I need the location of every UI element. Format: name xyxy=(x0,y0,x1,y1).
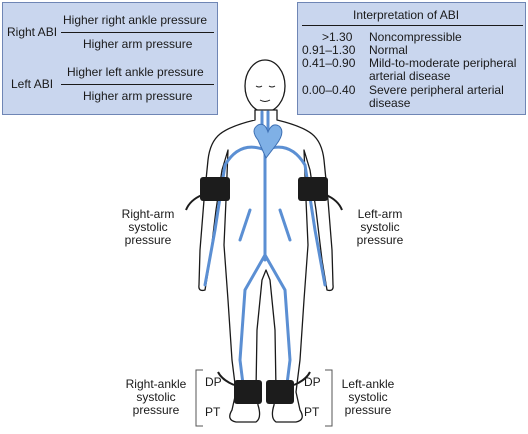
right-ankle-pressure-label: Right-ankle systolic pressure xyxy=(125,377,187,417)
left-arm-cuff xyxy=(298,177,343,211)
left-abi-label: Left ABI xyxy=(11,77,54,91)
interpretation-title: Interpretation of ABI xyxy=(353,8,460,22)
left-arm-pressure-label: Left-arm systolic pressure xyxy=(356,207,404,247)
interpretation-divider xyxy=(302,25,523,26)
left-abi-fraction-bar xyxy=(61,84,214,85)
face xyxy=(255,85,276,102)
range-2: 0.91–1.30 xyxy=(302,43,356,57)
meaning-1: Noncompressible xyxy=(369,30,462,44)
heart xyxy=(253,123,283,159)
right-ankle-bracket xyxy=(195,369,203,427)
range-1: >1.30 xyxy=(322,30,353,44)
left-ankle-pressure-label: Left-ankle systolic pressure xyxy=(341,377,395,417)
abi-formula-box: Right ABI Higher right ankle pressure Hi… xyxy=(2,2,218,115)
meaning-4-line1: Severe peripheral arterial xyxy=(369,83,504,97)
dp-left-label: DP xyxy=(304,375,321,389)
left-abi-denominator: Higher arm pressure xyxy=(83,89,193,103)
pt-left-label: PT xyxy=(304,405,320,419)
dp-right-label: DP xyxy=(205,375,222,389)
meaning-3-line2: arterial disease xyxy=(369,69,451,83)
meaning-2: Normal xyxy=(369,43,408,57)
left-ankle-bracket xyxy=(325,369,333,427)
meaning-4-line2: disease xyxy=(369,96,411,110)
left-ankle-cuff xyxy=(266,371,311,404)
right-ankle-cuff xyxy=(217,371,262,404)
right-arm-pressure-label: Right-arm systolic pressure xyxy=(121,207,175,247)
right-abi-numerator: Higher right ankle pressure xyxy=(63,13,208,27)
range-3: 0.41–0.90 xyxy=(302,56,356,70)
right-abi-fraction-bar xyxy=(61,32,214,33)
left-abi-numerator: Higher left ankle pressure xyxy=(67,65,204,79)
right-arm-cuff xyxy=(185,177,230,211)
meaning-3-line1: Mild-to-moderate peripheral xyxy=(369,56,517,70)
range-4: 0.00–0.40 xyxy=(302,83,356,97)
interpretation-box: Interpretation of ABI >1.30 Noncompressi… xyxy=(297,2,526,115)
pt-right-label: PT xyxy=(205,405,221,419)
right-abi-label: Right ABI xyxy=(7,25,58,39)
right-abi-denominator: Higher arm pressure xyxy=(83,37,193,51)
